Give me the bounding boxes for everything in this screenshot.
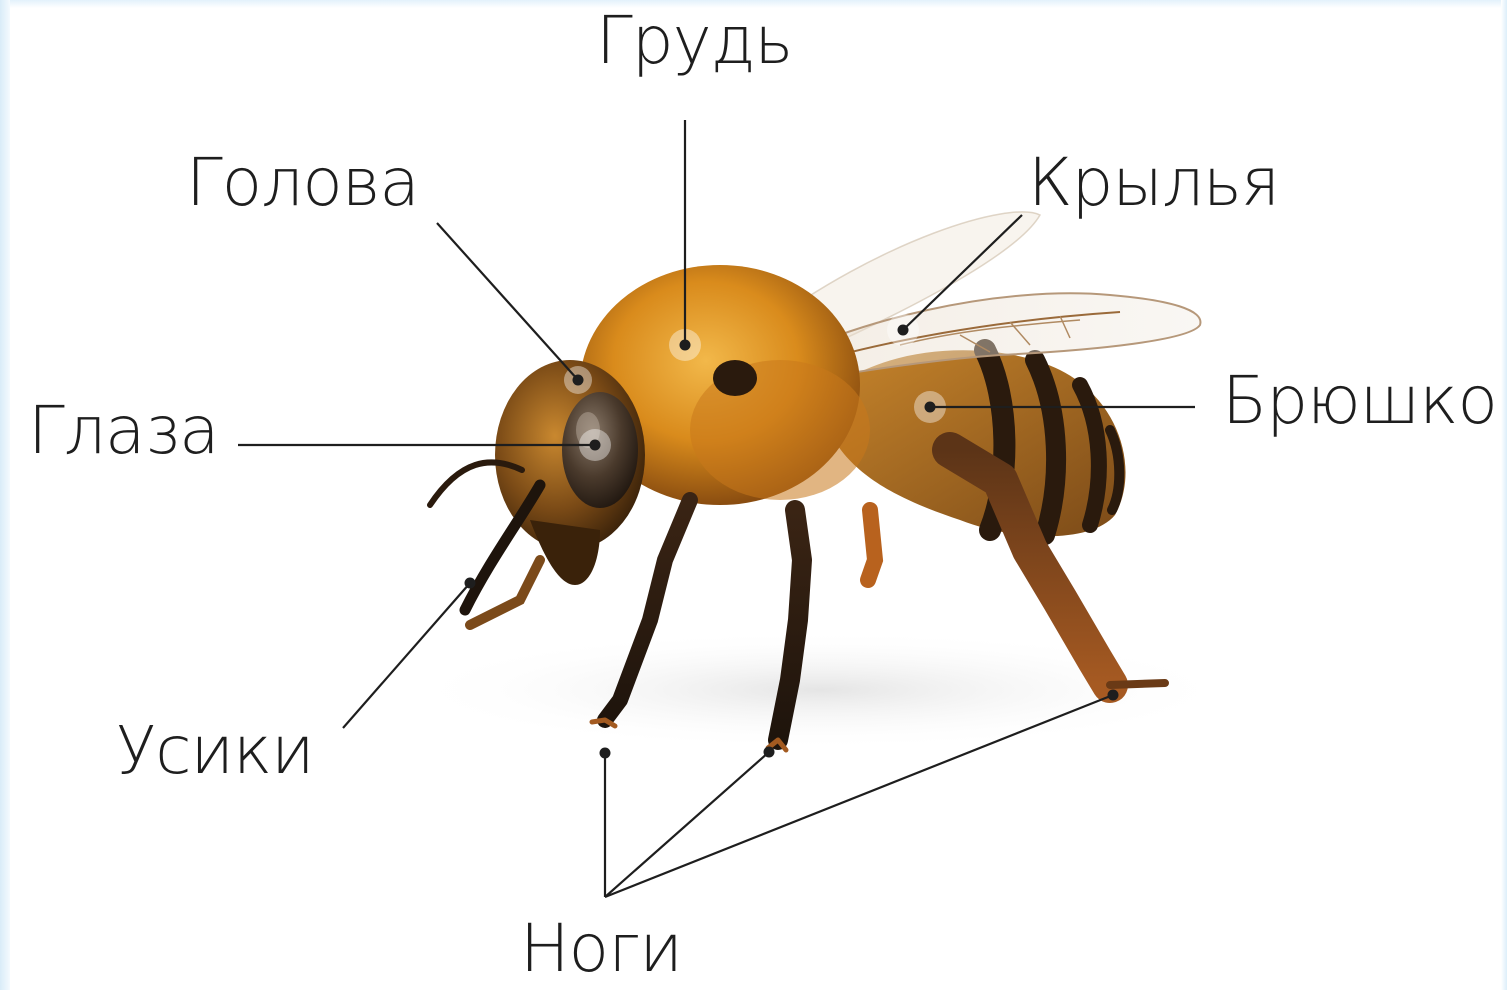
dot-eyes [590,440,601,451]
leader-line-head [437,223,578,380]
label-legs: Ноги [520,916,682,982]
dot-legs-middle [764,747,775,758]
dot-antennae [465,578,476,589]
dot-legs-hind [1108,690,1119,701]
label-antennae: Усики [116,718,314,784]
label-head: Голова [186,150,419,216]
dot-head [573,375,584,386]
dot-wings [898,325,909,336]
label-eyes: Глаза [28,398,219,464]
dot-legs-front [600,748,611,759]
leader-line-legs-middle [605,752,769,897]
label-chest: Грудь [596,8,792,74]
dot-chest [680,340,691,351]
dot-abdomen [925,402,936,413]
label-abdomen: Брюшко [1222,368,1497,434]
label-wings: Крылья [1028,150,1279,216]
